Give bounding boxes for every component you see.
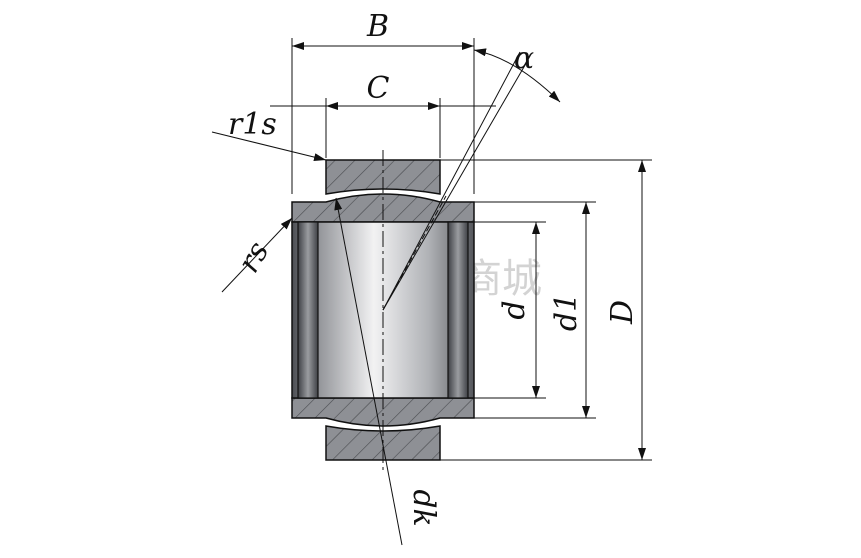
label-d1: d1	[549, 293, 584, 331]
left-seal	[297, 221, 319, 399]
right-seal	[447, 221, 469, 399]
label-D: D	[605, 300, 640, 325]
dimension-lines	[211, 42, 646, 546]
label-d: d	[497, 300, 532, 319]
label-B: B	[366, 9, 389, 44]
extension-lines	[291, 38, 652, 461]
leader-dk	[334, 197, 403, 546]
leader-r1s	[211, 131, 327, 162]
dimension-labels: B C α r1s rs d d1 D dk	[228, 9, 640, 527]
label-r1s: r1s	[228, 107, 277, 142]
leader-rs	[221, 217, 293, 293]
dim-alpha	[473, 48, 561, 103]
label-dk: dk	[406, 489, 441, 526]
label-alpha: α	[514, 41, 534, 76]
label-C: C	[367, 71, 390, 106]
